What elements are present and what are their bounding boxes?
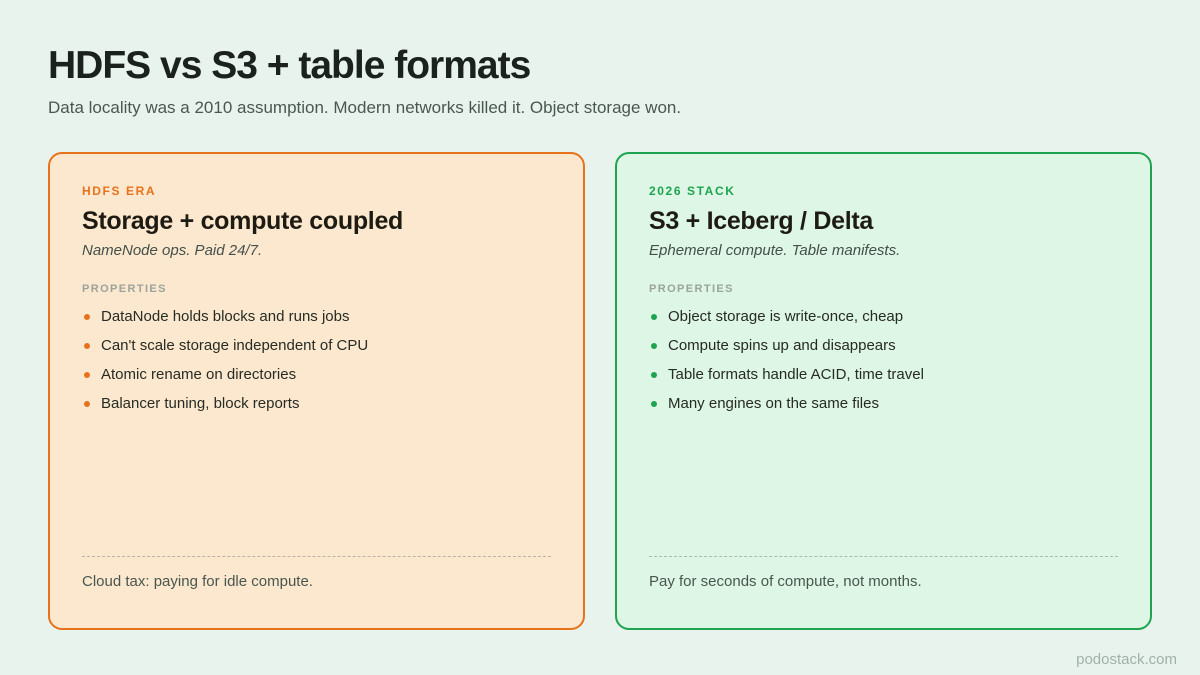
properties-list: Object storage is write-once, cheap Comp… <box>649 308 1118 424</box>
card-2026-stack: 2026 STACK S3 + Iceberg / Delta Ephemera… <box>615 152 1152 630</box>
list-item: Object storage is write-once, cheap <box>649 308 1118 325</box>
card-subtitle: NameNode ops. Paid 24/7. <box>82 242 263 259</box>
card-title: S3 + Iceberg / Delta <box>649 207 873 235</box>
page-subtitle: Data locality was a 2010 assumption. Mod… <box>48 98 682 117</box>
card-eyebrow: HDFS ERA <box>82 184 157 198</box>
list-item: Atomic rename on directories <box>82 366 551 383</box>
card-footnote: Cloud tax: paying for idle compute. <box>82 573 313 590</box>
card-subtitle: Ephemeral compute. Table manifests. <box>649 242 901 259</box>
properties-label: PROPERTIES <box>649 283 734 295</box>
page-title: HDFS vs S3 + table formats <box>48 44 531 87</box>
card-spacer <box>82 424 551 556</box>
list-item: Table formats handle ACID, time travel <box>649 366 1118 383</box>
list-item: Balancer tuning, block reports <box>82 395 551 412</box>
watermark: podostack.com <box>1076 651 1177 668</box>
list-item: DataNode holds blocks and runs jobs <box>82 308 551 325</box>
list-item: Compute spins up and disappears <box>649 337 1118 354</box>
comparison-cards: HDFS ERA Storage + compute coupled NameN… <box>48 152 1152 630</box>
properties-label: PROPERTIES <box>82 283 167 295</box>
list-item: Can't scale storage independent of CPU <box>82 337 551 354</box>
list-item: Many engines on the same files <box>649 395 1118 412</box>
card-eyebrow: 2026 STACK <box>649 184 736 198</box>
card-footnote: Pay for seconds of compute, not months. <box>649 573 922 590</box>
header: HDFS vs S3 + table formats Data locality… <box>48 44 1152 118</box>
card-hdfs-era: HDFS ERA Storage + compute coupled NameN… <box>48 152 585 630</box>
properties-list: DataNode holds blocks and runs jobs Can'… <box>82 308 551 424</box>
card-title: Storage + compute coupled <box>82 207 404 235</box>
card-spacer <box>649 424 1118 556</box>
dashed-divider <box>82 556 551 557</box>
dashed-divider <box>649 556 1118 557</box>
